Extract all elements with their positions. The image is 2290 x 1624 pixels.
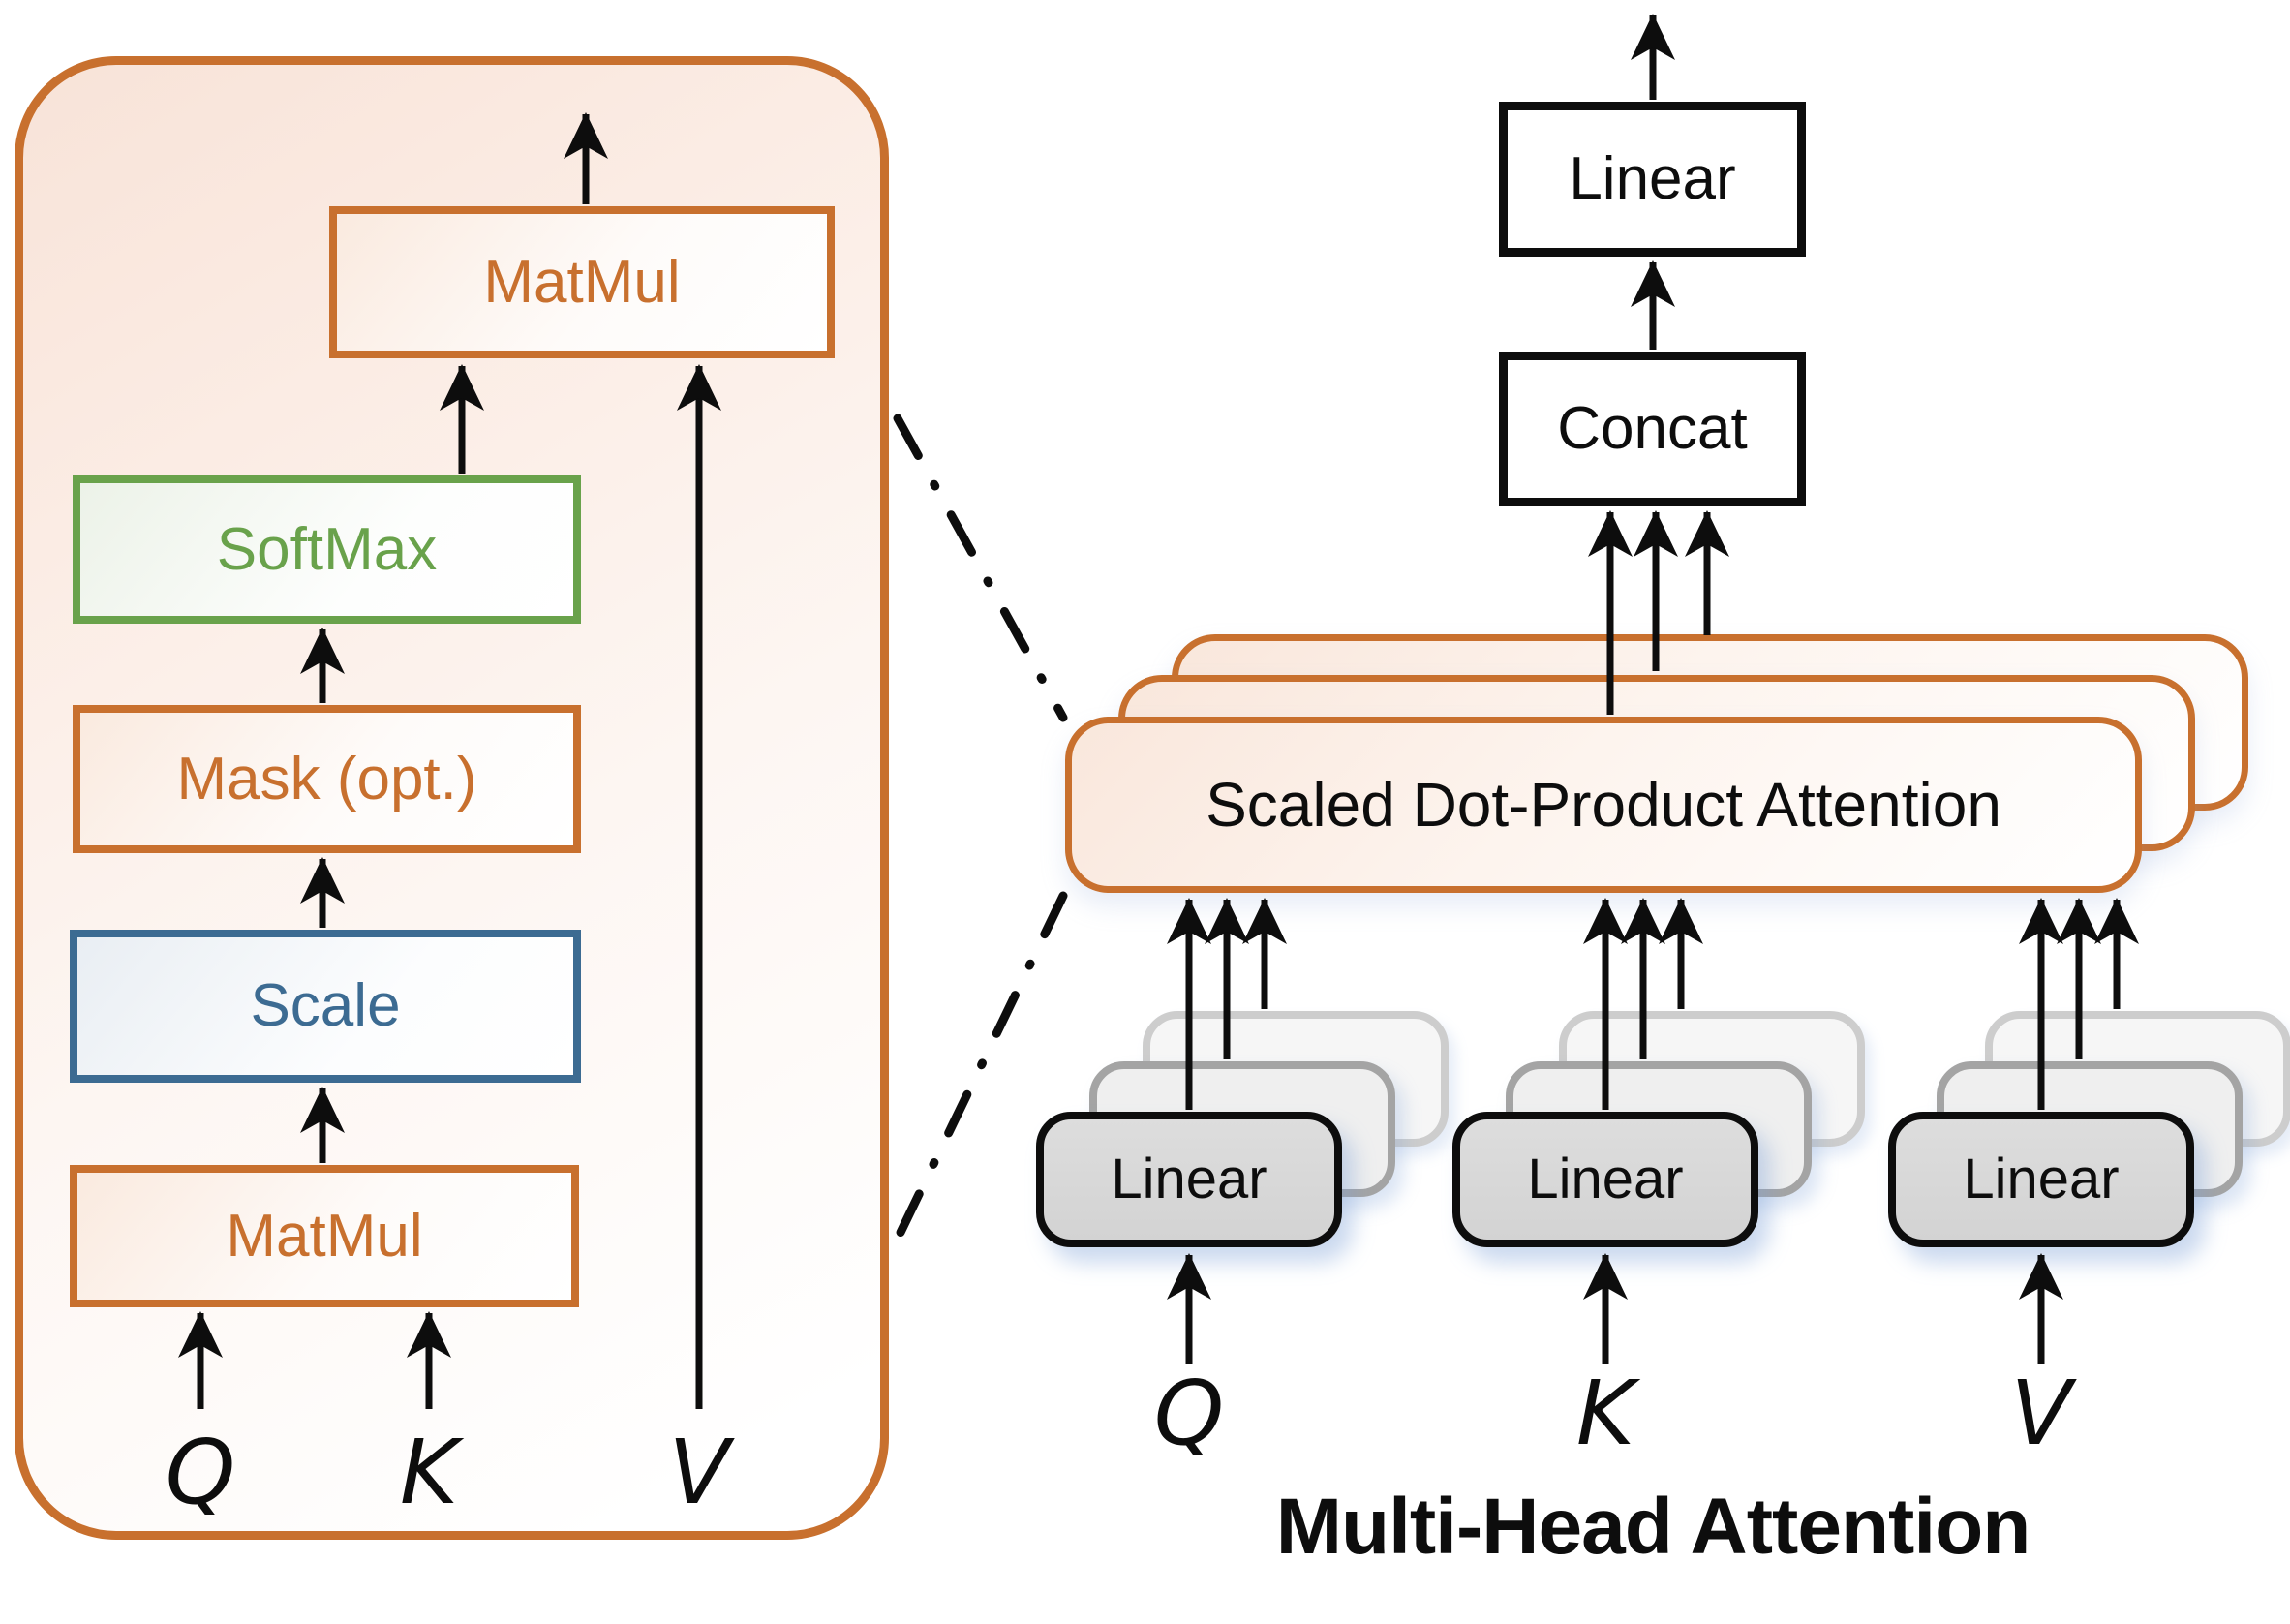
linear-k-front-box: Linear [1452,1112,1758,1247]
linear-output-label: Linear [1569,145,1736,212]
matmul-bottom-box: MatMul [70,1165,579,1307]
dashdot-link-top [893,414,1068,722]
right-input-v-label: V [2010,1361,2072,1465]
left-input-v-label: V [668,1420,730,1524]
multi-head-attention-title: Multi-Head Attention [1275,1483,2031,1571]
mask-label: Mask (opt.) [176,745,477,812]
linear-v-label: Linear [1963,1148,2120,1210]
sdpa-head-front-box: Scaled Dot-Product Attention [1065,717,2142,893]
linear-q-front-box: Linear [1036,1112,1342,1247]
linear-v-front-box: Linear [1888,1112,2194,1247]
linear-q-label: Linear [1111,1148,1267,1210]
linear-output-box: Linear [1499,102,1806,257]
right-input-k-label: K [1575,1361,1635,1465]
softmax-label: SoftMax [216,515,438,583]
matmul-top-label: MatMul [483,248,681,316]
concat-box: Concat [1499,352,1806,506]
sdpa-front-label: Scaled Dot-Product Attention [1206,770,2001,840]
scale-box: Scale [70,930,581,1083]
left-input-k-label: K [399,1420,459,1524]
right-input-q-label: Q [1153,1361,1225,1465]
mask-box: Mask (opt.) [73,705,581,853]
left-input-q-label: Q [165,1420,236,1524]
linear-k-label: Linear [1527,1148,1684,1210]
softmax-box: SoftMax [73,475,581,624]
concat-label: Concat [1557,395,1748,462]
matmul-bottom-label: MatMul [226,1202,423,1270]
matmul-top-box: MatMul [329,206,835,358]
scale-label: Scale [250,972,401,1039]
